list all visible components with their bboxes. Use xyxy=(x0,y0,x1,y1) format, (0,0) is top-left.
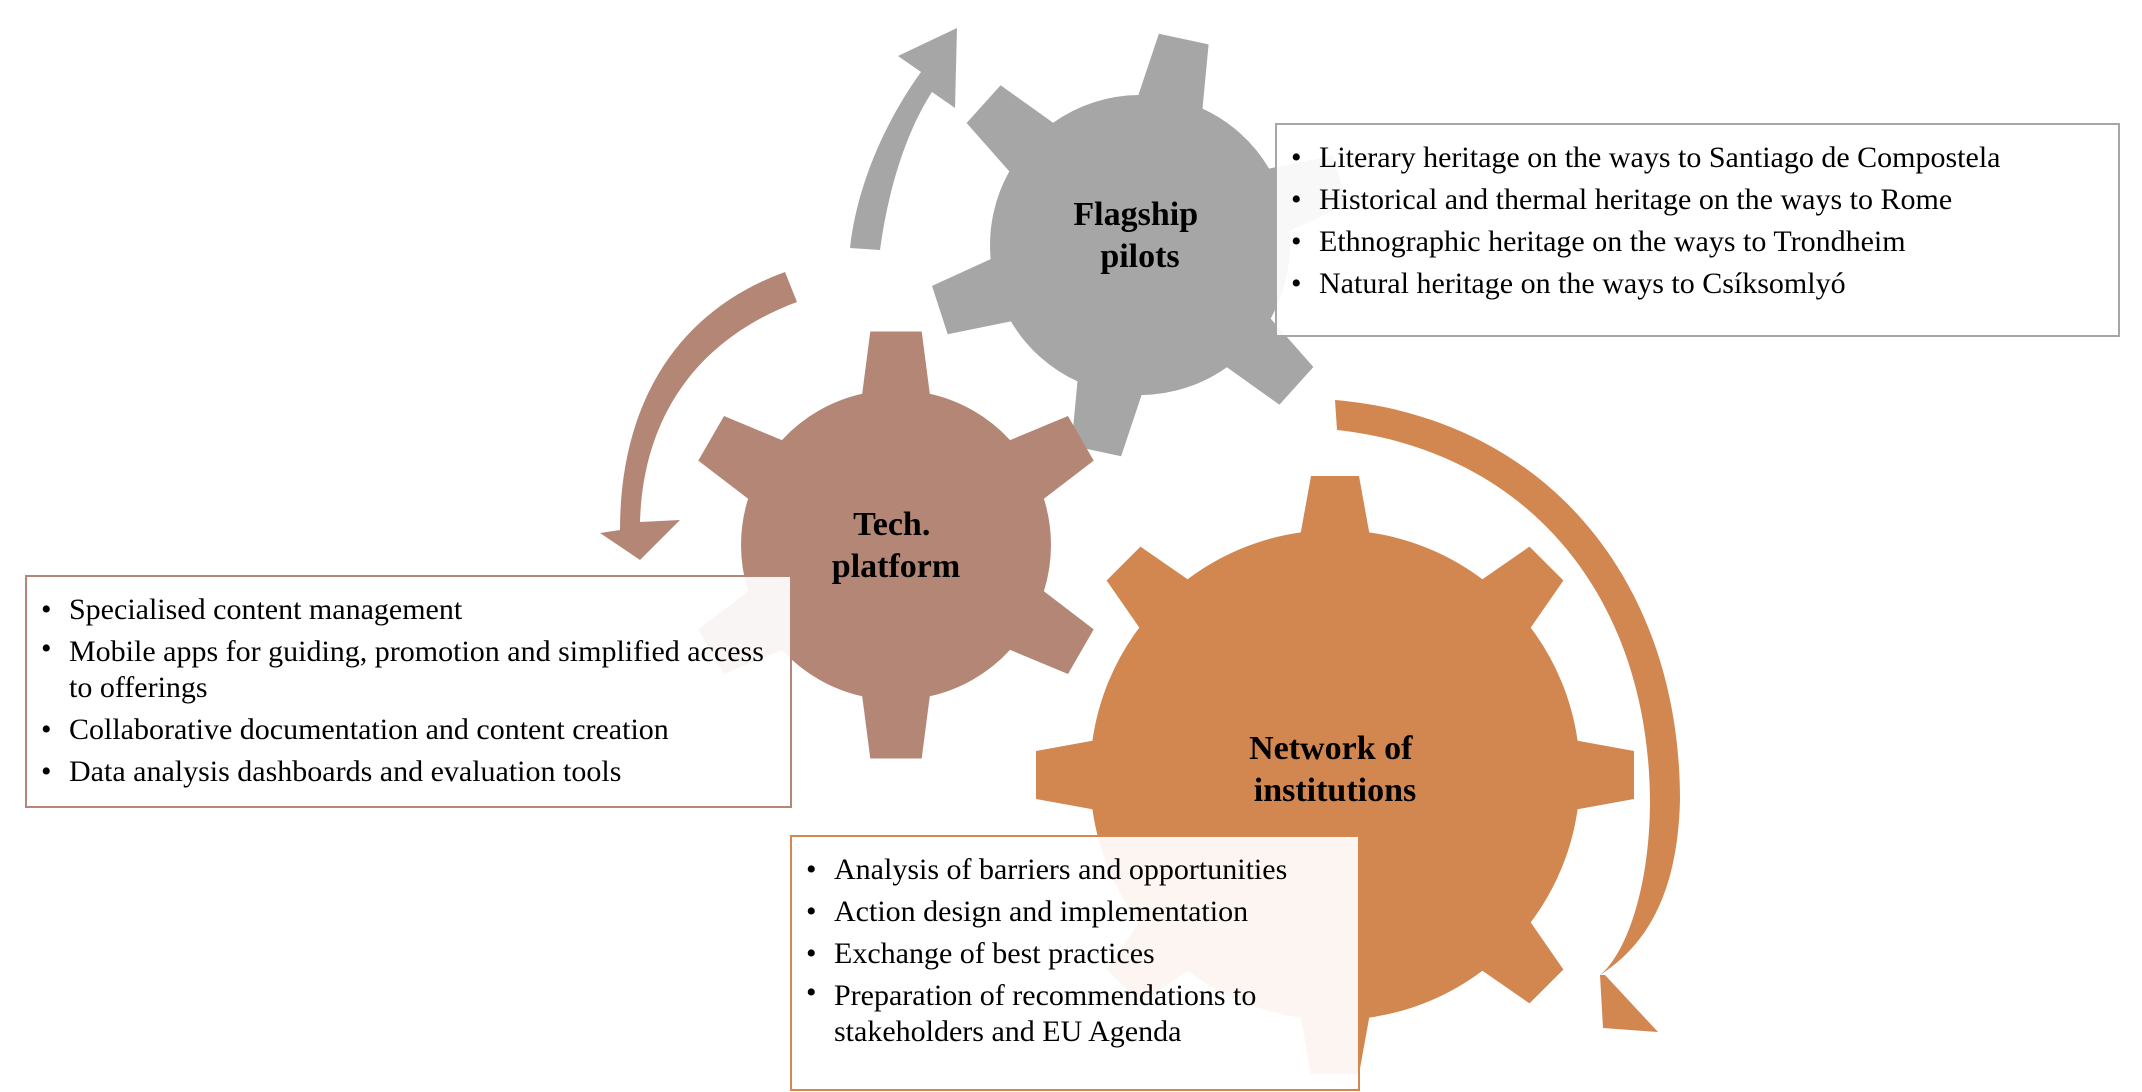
list-item: Literary heritage on the ways to Santiag… xyxy=(1287,137,2104,179)
curved-arrow-tech xyxy=(600,272,797,560)
tech-platform-box: Specialised content management Mobile ap… xyxy=(25,575,792,808)
flagship-pilots-box: Literary heritage on the ways to Santiag… xyxy=(1275,123,2120,337)
gear-label-tech: Tech. platform xyxy=(832,506,960,585)
list-item: Exchange of best practices xyxy=(802,933,1344,975)
list-item: Collaborative documentation and content … xyxy=(37,709,776,751)
gear-label-network: Network of institutions xyxy=(1249,730,1421,809)
network-institutions-list: Analysis of barriers and opportunities A… xyxy=(802,849,1344,1053)
list-item: Historical and thermal heritage on the w… xyxy=(1287,179,2104,221)
list-item: Preparation of recommendations to stakeh… xyxy=(802,975,1344,1053)
list-item: Data analysis dashboards and evaluation … xyxy=(37,751,776,793)
network-institutions-box: Analysis of barriers and opportunities A… xyxy=(790,835,1360,1091)
list-item: Specialised content management xyxy=(37,589,776,631)
gear-label-flagship: Flagship pilots xyxy=(1073,196,1206,275)
gear-flagship xyxy=(932,33,1348,457)
curved-arrow-network xyxy=(1335,400,1680,1032)
flagship-pilots-list: Literary heritage on the ways to Santiag… xyxy=(1287,137,2104,305)
tech-platform-list: Specialised content management Mobile ap… xyxy=(37,589,776,793)
list-item: Analysis of barriers and opportunities xyxy=(802,849,1344,891)
curved-arrow-flagship xyxy=(850,28,957,250)
list-item: Mobile apps for guiding, promotion and s… xyxy=(37,631,776,709)
list-item: Action design and implementation xyxy=(802,891,1344,933)
list-item: Natural heritage on the ways to Csíksoml… xyxy=(1287,263,2104,305)
gear-tech xyxy=(698,331,1094,759)
list-item: Ethnographic heritage on the ways to Tro… xyxy=(1287,221,2104,263)
